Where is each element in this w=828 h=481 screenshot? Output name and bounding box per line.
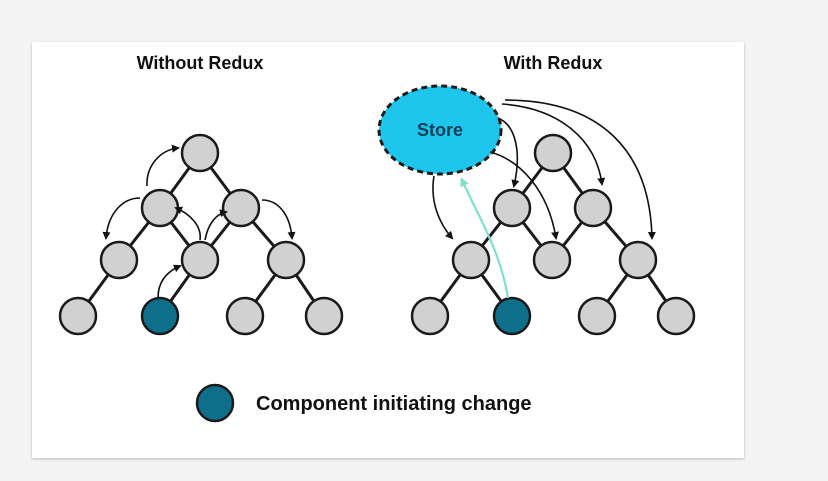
store-subscriber-arrows (432, 99, 656, 240)
right-node-l3-c (577, 296, 617, 336)
right-node-l2-b (532, 240, 572, 280)
left-tree-edges (76, 152, 326, 317)
right-node-root (533, 133, 573, 173)
right-node-l2-a (451, 240, 491, 280)
left-node-l2-c (266, 240, 306, 280)
left-tree-nodes (58, 133, 344, 336)
right-tree-nodes (410, 133, 696, 336)
arrow-store-to-l1-b (501, 103, 606, 186)
store-node (377, 84, 503, 176)
right-title: With Redux (504, 53, 603, 73)
left-title: Without Redux (137, 53, 264, 73)
left-node-l3-d (304, 296, 344, 336)
right-node-l3-a (410, 296, 450, 336)
left-node-l2-a (99, 240, 139, 280)
arrow-store-to-l2-c (504, 99, 656, 240)
legend-initiator-swatch (195, 383, 235, 423)
arrow-to-l2-a (102, 197, 141, 240)
store-label: Store (417, 120, 463, 140)
right-node-l3-d (656, 296, 696, 336)
left-node-initiator (140, 296, 180, 336)
right-tree-edges (428, 152, 678, 317)
right-node-initiator (492, 296, 532, 336)
arrow-initiator-to-parent (157, 264, 182, 299)
left-node-l1-b (221, 188, 261, 228)
arrow-store-to-l2-b (489, 151, 559, 240)
left-node-root (180, 133, 220, 173)
arrow-to-l1-b (204, 209, 228, 241)
arrow-to-root (146, 144, 180, 187)
left-node-l3-a (58, 296, 98, 336)
left-node-l1-a (140, 188, 180, 228)
arrow-initiator-to-store (460, 177, 510, 299)
right-node-l2-c (618, 240, 658, 280)
right-node-l1-b (573, 188, 613, 228)
left-node-l3-c (225, 296, 265, 336)
legend-label: Component initiating change (256, 393, 532, 415)
left-node-l2-b (180, 240, 220, 280)
arrow-to-l1-a (174, 206, 201, 241)
right-node-l1-a (492, 188, 532, 228)
left-propagation-arrows (102, 144, 296, 299)
arrow-to-l2-c (261, 199, 296, 240)
arrow-store-to-l2-a (432, 175, 454, 240)
arrow-store-to-l1-a (497, 117, 520, 188)
